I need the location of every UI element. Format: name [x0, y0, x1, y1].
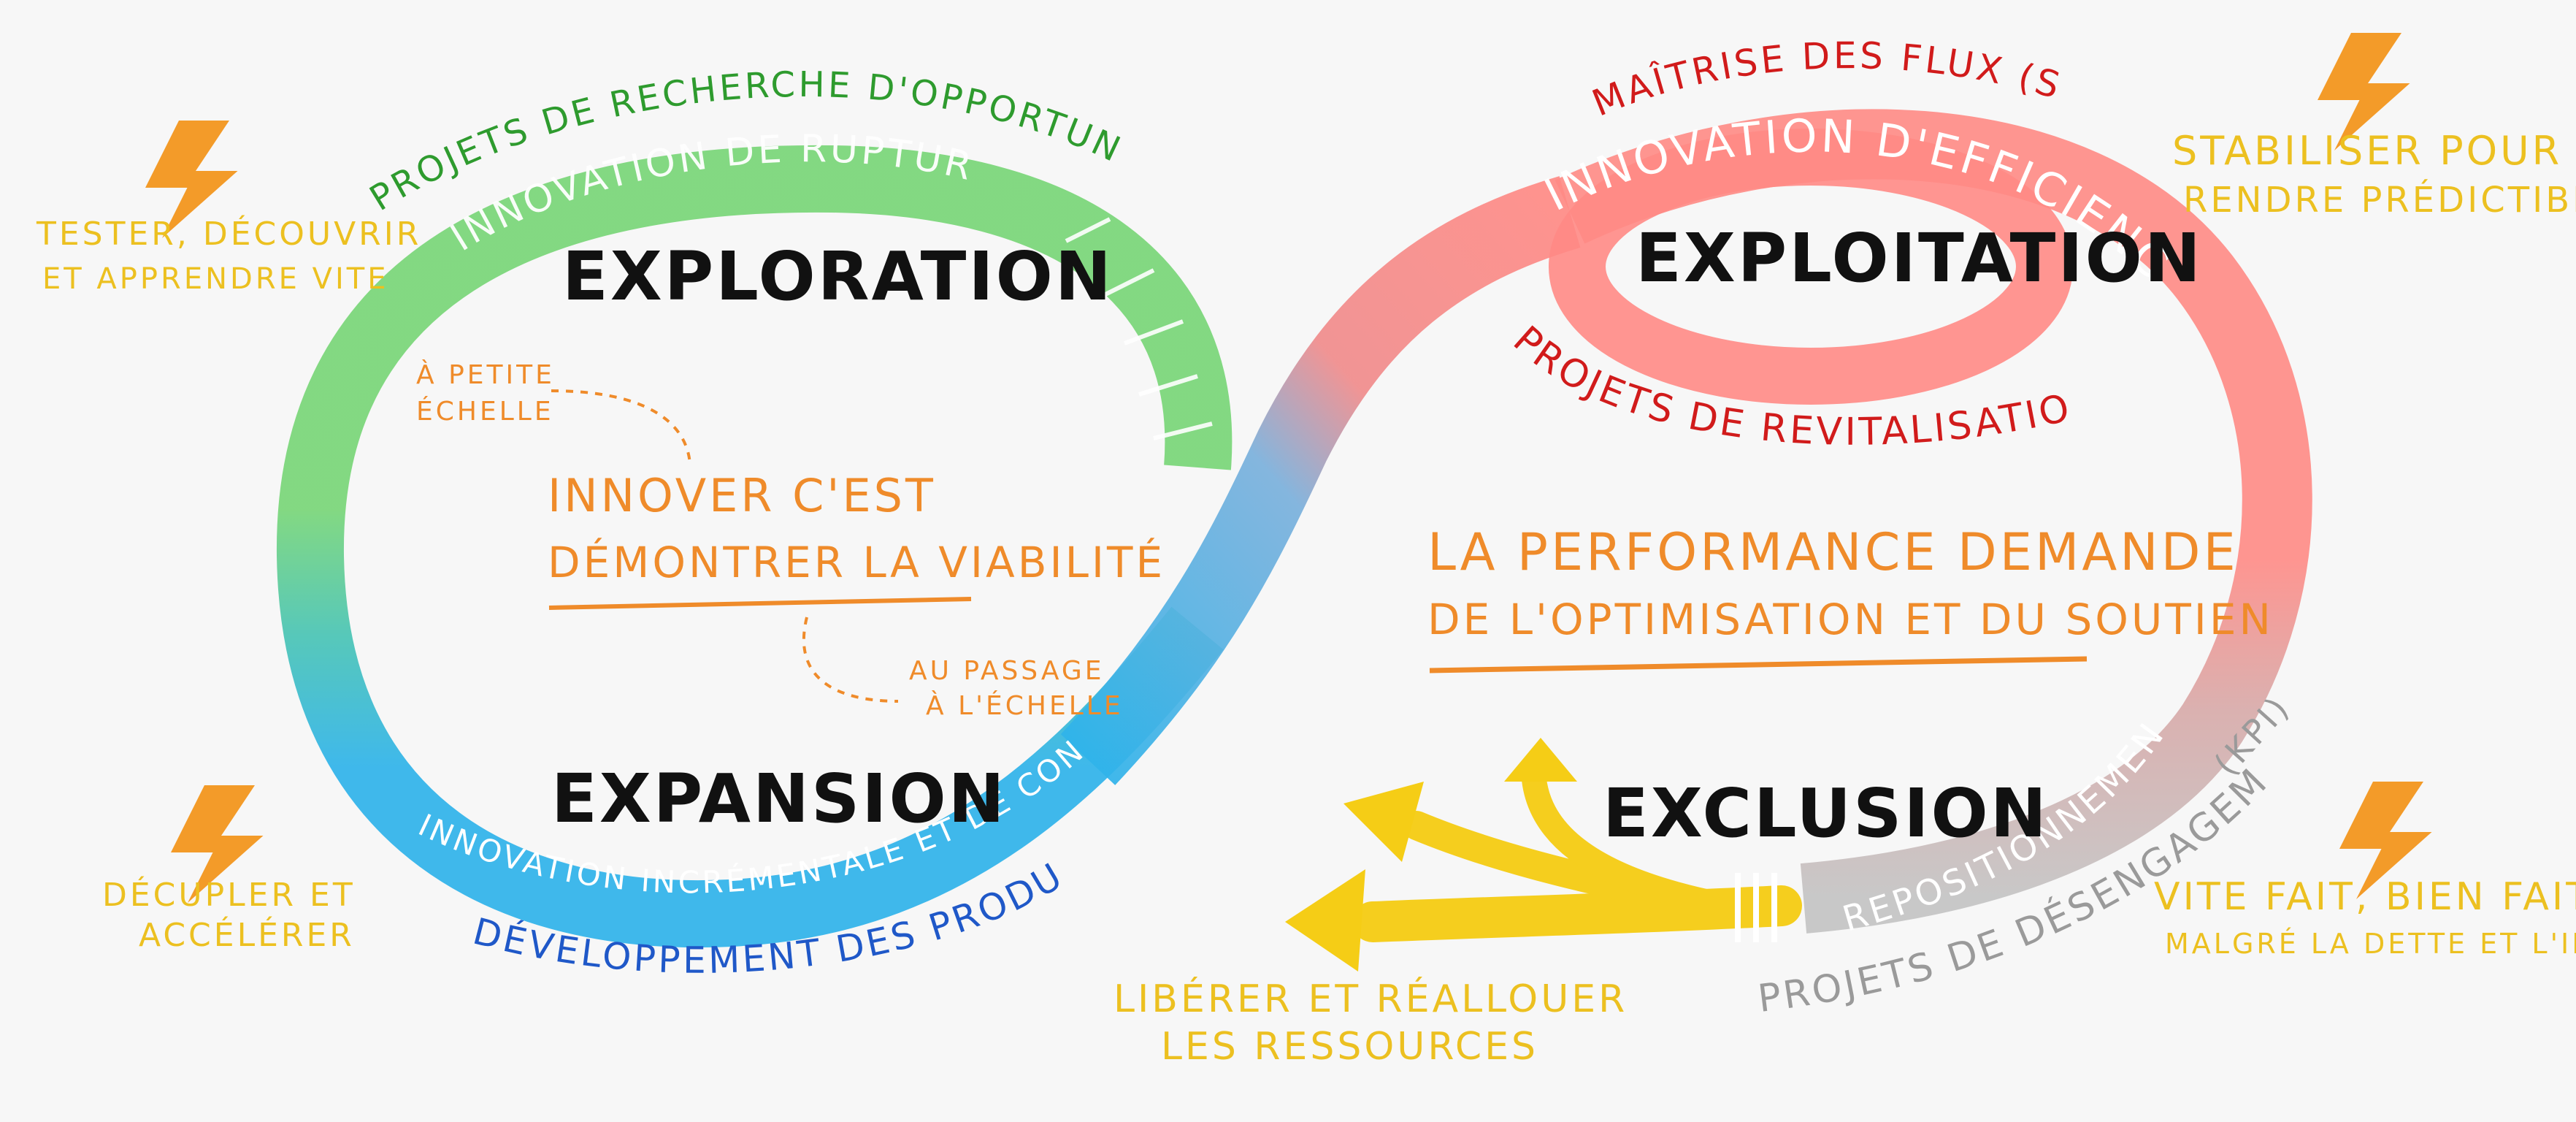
left-statement-underline — [548, 597, 972, 610]
release-arrowheads — [1285, 738, 1577, 972]
right-statement-line-2: DE L'OPTIMISATION ET DU SOUTIEN — [1427, 595, 2274, 644]
exclusion-side-note-line-1: VITE FAIT, BIEN FAIT — [2154, 875, 2576, 919]
at-scale-line-1: AU PASSAGE — [909, 656, 1104, 686]
at-scale-line-2: À L'ÉCHELLE — [926, 690, 1124, 721]
exploration-title: EXPLORATION — [562, 237, 1113, 316]
left-statement-line-1: INNOVER C'EST — [548, 469, 936, 522]
exploration-expansion-band — [276, 145, 1233, 948]
exclusion-title: EXCLUSION — [1603, 774, 2049, 852]
right-statement-underline — [1429, 656, 2088, 673]
release-label-line-2: LES RESSOURCES — [1161, 1025, 1538, 1069]
small-scale-line-1: À PETITE — [416, 359, 555, 390]
exploitation-side-note-line-2: RENDRE PRÉDICTIBLE — [2183, 179, 2576, 221]
release-arrows — [1352, 755, 1802, 942]
exploitation-side-note-line-1: STABILISER POUR — [2172, 128, 2562, 174]
right-statement-line-1: LA PERFORMANCE DEMANDE — [1427, 522, 2239, 582]
crossing-band — [1060, 176, 1581, 785]
at-scale-connector — [802, 617, 899, 703]
expansion-title: EXPANSION — [551, 760, 1007, 838]
exploration-side-note-line-2: ET APPRENDRE VITE — [42, 262, 388, 296]
exploration-band-hatching — [1065, 217, 1213, 440]
release-label-line-1: LIBÉRER ET RÉALLOUER — [1113, 977, 1628, 1021]
small-scale-connector — [551, 389, 691, 465]
exploitation-inner-loop — [1549, 129, 2073, 405]
expansion-side-note-line-1: DÉCUPLER ET — [102, 875, 356, 914]
expansion-side-note-line-2: ACCÉLÉRER — [139, 915, 355, 954]
small-scale-line-2: ÉCHELLE — [416, 396, 554, 427]
left-statement-line-2: DÉMONTRER LA VIABILITÉ — [548, 537, 1165, 587]
exclusion-side-note-line-2: MALGRÉ LA DETTE ET L'INERTIE — [2165, 928, 2576, 960]
exploitation-title: EXPLOITATION — [1636, 219, 2203, 297]
exclusion-hatching — [1735, 873, 1777, 942]
exploration-side-note-line-1: TESTER, DÉCOUVRIR — [36, 214, 421, 253]
